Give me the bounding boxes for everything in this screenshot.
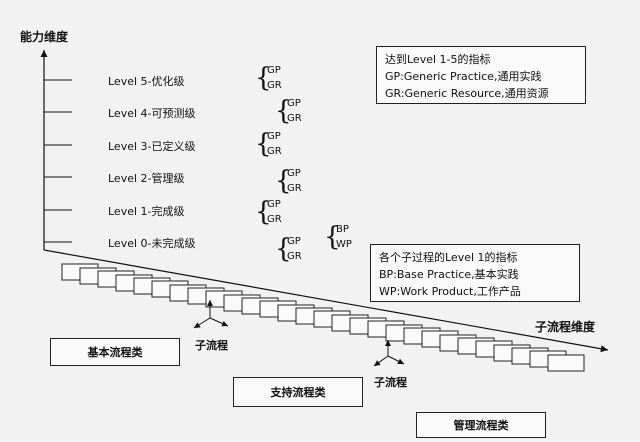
x-axis-label: 子流程维度 — [535, 320, 596, 334]
subprocess-axis-icon-2 — [373, 340, 405, 367]
indicator-gp: GP — [287, 236, 301, 247]
brace-icon: { — [324, 222, 341, 252]
indicator-gr: GR — [287, 183, 302, 194]
indicator-gp: GP — [267, 199, 281, 210]
subprocess-label-1: 子流程 — [195, 339, 228, 352]
indicator-gp: GP — [267, 65, 281, 76]
level-ticks — [44, 79, 72, 243]
indicator-gp: GP — [287, 98, 301, 109]
indicator-gp: GP — [267, 131, 281, 142]
x-axis — [43, 249, 609, 353]
level-2-label: Level 2-管理级 — [108, 172, 185, 185]
category-support: 支持流程类 — [233, 377, 363, 407]
level-5-label: Level 5-优化级 — [108, 75, 185, 88]
top-note: 达到Level 1-5的指标 GP:Generic Practice,通用实践 … — [376, 46, 586, 104]
category-basic: 基本流程类 — [50, 338, 180, 366]
indicator-bp: BP — [336, 224, 349, 235]
indicator-gr: GR — [287, 113, 302, 124]
level-0-label: Level 0-未完成级 — [108, 237, 196, 250]
brace-icon: { — [275, 166, 292, 196]
subprocess-label-2: 子流程 — [374, 376, 407, 389]
subprocess-staircase — [61, 263, 585, 372]
mid-note: 各个子过程的Level 1的指标 BP:Base Practice,基本实践 W… — [370, 244, 580, 302]
brace-icon: { — [275, 234, 292, 264]
brace-icon: { — [255, 129, 272, 159]
mid-note-line2: WP:Work Product,工作产品 — [379, 285, 521, 298]
top-note-title: 达到Level 1-5的指标 — [385, 53, 491, 66]
brace-icon: { — [255, 63, 272, 93]
mid-note-title: 各个子过程的Level 1的指标 — [379, 251, 518, 264]
top-note-line1: GP:Generic Practice,通用实践 — [385, 70, 542, 83]
level-4-label: Level 4-可预测级 — [108, 107, 196, 120]
indicator-gr: GR — [267, 80, 282, 91]
level-3-label: Level 3-已定义级 — [108, 140, 196, 153]
indicator-wp: WP — [336, 239, 352, 250]
indicator-gr: GR — [267, 214, 282, 225]
mid-note-line1: BP:Base Practice,基本实践 — [379, 268, 519, 281]
subprocess-axis-icon-1 — [193, 300, 229, 329]
indicator-gr: GR — [267, 146, 282, 157]
category-management: 管理流程类 — [416, 412, 546, 438]
y-axis-label: 能力维度 — [20, 30, 69, 44]
brace-icon: { — [275, 96, 292, 126]
top-note-line2: GR:Generic Resource,通用资源 — [385, 87, 549, 100]
indicator-gp: GP — [287, 168, 301, 179]
indicator-gr: GR — [287, 251, 302, 262]
brace-icon: { — [255, 197, 272, 227]
level-1-label: Level 1-完成级 — [108, 205, 185, 218]
